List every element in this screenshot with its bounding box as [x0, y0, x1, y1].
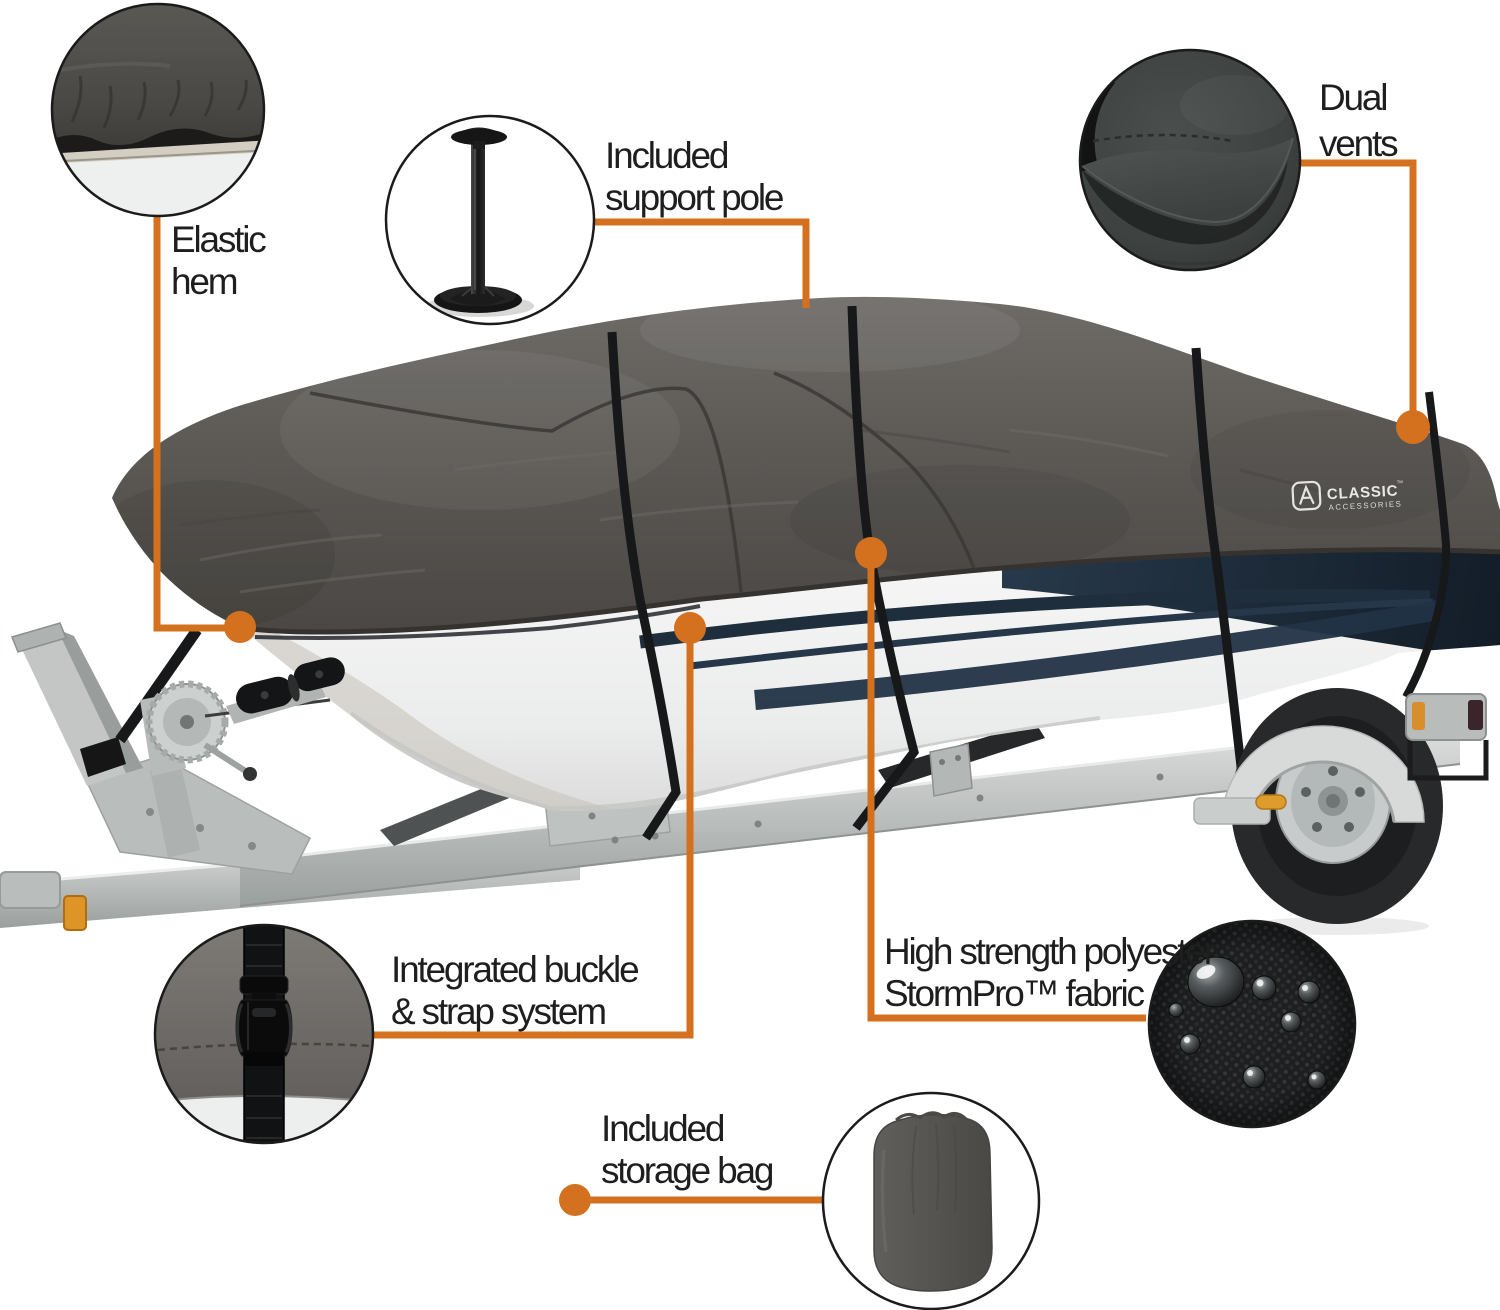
- hull-navy-band: [1002, 549, 1500, 662]
- callout-dot-stormpro: [855, 537, 887, 569]
- callout-label-line: Included: [601, 1108, 725, 1149]
- logo-badge-icon: [1291, 480, 1322, 511]
- callout-line-dual-vents: [1297, 159, 1417, 424]
- fender-marker-light: [1255, 794, 1287, 810]
- bow-strap: [115, 626, 202, 744]
- callout-dot-dual-vents: [1396, 410, 1430, 444]
- inset-buckle-strap: [153, 923, 375, 1145]
- callout-label-line: Dual: [1319, 77, 1389, 118]
- callout-line-stormpro: [867, 560, 1146, 1022]
- callout-label-buckle-strap: Integrated buckle & strap system: [391, 949, 640, 1033]
- logo-sub-text: ACCESSORIES: [1328, 499, 1402, 512]
- boat-cover: CLASSIC ™ ACCESSORIES: [112, 296, 1500, 640]
- trailer-fender: [1193, 725, 1425, 825]
- inset-support-pole: [384, 114, 596, 326]
- callout-label-storage-bag: Included storage bag: [601, 1108, 774, 1192]
- callout-label-line: hem: [171, 261, 239, 302]
- support-pole-icon: [426, 127, 534, 317]
- bow-rollers: [236, 657, 345, 714]
- inset-stormpro-fabric: [1147, 919, 1357, 1129]
- brand-logo: CLASSIC ™ ACCESSORIES: [1291, 480, 1404, 512]
- inset-elastic-hem: [50, 2, 266, 218]
- beam-bolts: [588, 773, 1164, 844]
- callout-dot-buckle: [674, 612, 706, 644]
- cover-seam: [309, 386, 743, 593]
- logo-tm: ™: [1396, 480, 1403, 487]
- callout-label-line: vents: [1319, 123, 1399, 164]
- trailer-taillight: [1405, 693, 1489, 781]
- inset-storage-bag: [821, 1091, 1041, 1310]
- keel-bracket: [929, 743, 973, 797]
- callout-label-line: Elastic: [171, 219, 267, 260]
- callout-label-line: StormPro™ fabric: [884, 973, 1145, 1014]
- buckle-icon: [235, 975, 293, 1066]
- storage-bag-icon: [873, 1111, 993, 1292]
- cover-seam: [773, 371, 977, 572]
- callout-label-line: storage bag: [601, 1150, 774, 1191]
- logo-brand-text: CLASSIC: [1326, 482, 1398, 503]
- winch-assembly: [10, 622, 345, 875]
- callout-line-support-pole: [592, 218, 810, 308]
- callout-label-line: High strength polyester: [884, 931, 1216, 972]
- callout-label-dual-vents: Dual vents: [1319, 75, 1399, 167]
- cover-hem-edge: [240, 547, 1500, 635]
- callout-label-line: Included: [605, 135, 729, 176]
- callout-label-elastic-hem: Elastic hem: [171, 219, 267, 303]
- callout-label-line: Integrated buckle: [391, 949, 640, 990]
- callout-label-support-pole: Included support pole: [605, 135, 784, 219]
- callout-label-line: & strap system: [391, 991, 607, 1032]
- callout-dot-storage-bag: [559, 1184, 591, 1216]
- water-droplets: [1168, 956, 1327, 1090]
- callout-label-line: support pole: [605, 177, 784, 218]
- callout-line-elastic-hem: [153, 212, 232, 632]
- callout-connectors: [153, 159, 1430, 1216]
- callout-line-buckle: [370, 636, 694, 1039]
- inset-dual-vents: [1078, 48, 1302, 272]
- callout-label-stormpro-fabric: High strength polyester StormPro™ fabric: [884, 931, 1216, 1015]
- callout-dot-elastic-hem: [224, 611, 256, 643]
